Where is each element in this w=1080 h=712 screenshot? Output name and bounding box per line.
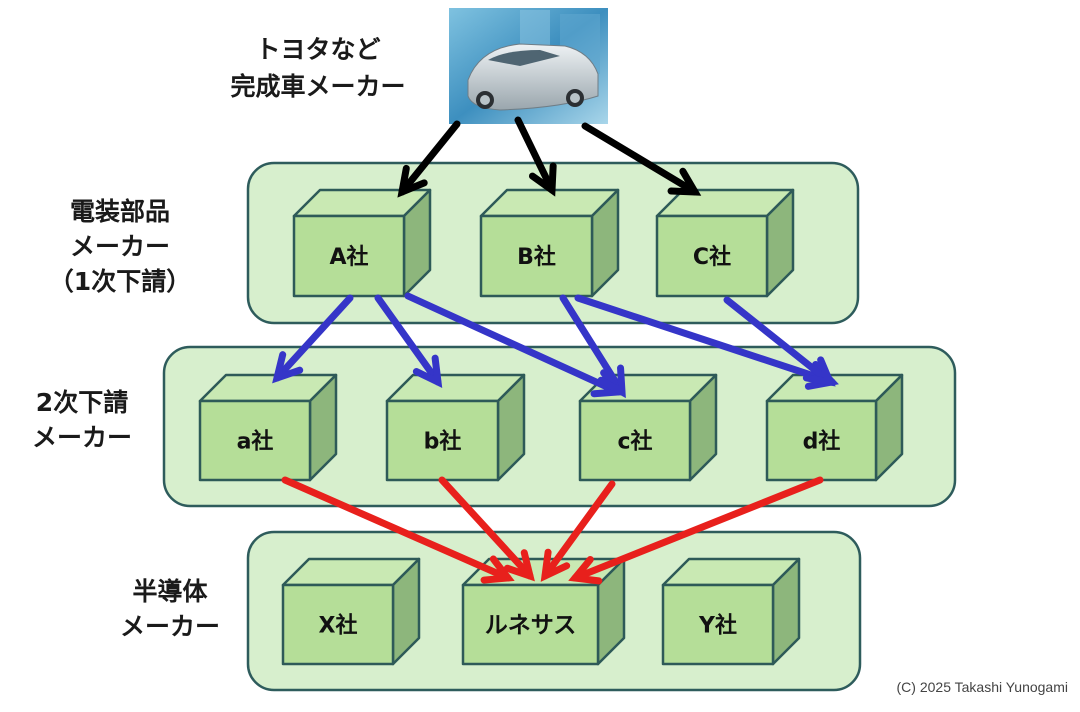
box-front-face — [292, 214, 406, 298]
box-front-face — [461, 583, 600, 666]
arrow-c-R — [540, 480, 616, 582]
arrow-head — [528, 162, 557, 197]
arrow-shaft — [404, 292, 622, 396]
box-front-face — [661, 583, 775, 666]
company-box-B: B社 — [479, 188, 620, 298]
arrow-shaft — [514, 116, 556, 194]
arrow-head — [568, 555, 603, 585]
arrow-shaft — [438, 476, 534, 580]
arrow-head — [540, 548, 571, 582]
semi-label-line-2: メーカー — [120, 612, 220, 641]
arrow-shaft — [374, 294, 442, 386]
company-label: c社 — [617, 429, 652, 455]
arrow-d-R — [568, 476, 824, 585]
arrow-shaft — [559, 294, 626, 396]
tier2-label-line-1: 2次下請 — [36, 388, 128, 417]
arrow-head — [480, 555, 515, 584]
company-box-A: A社 — [292, 188, 432, 298]
box-front-face — [655, 214, 769, 298]
arrow-head — [503, 549, 535, 582]
company-label: Y社 — [698, 613, 737, 639]
box-front-face — [281, 583, 395, 666]
arrow-shaft — [398, 120, 461, 196]
company-label: d社 — [803, 429, 841, 455]
oem-label-line-2: 完成車メーカー — [230, 72, 405, 101]
arrow-OEM-C — [581, 122, 702, 196]
arrow-head — [597, 364, 626, 399]
company-box-X: X社 — [281, 557, 421, 666]
company-box-C: C社 — [655, 188, 795, 298]
company-box-d: d社 — [765, 373, 904, 482]
arrow-OEM-A — [397, 120, 461, 198]
company-label: B社 — [517, 244, 556, 270]
arrow-shaft — [574, 294, 836, 386]
box-front-face — [479, 214, 594, 298]
semi-label-line-1: 半導体 — [132, 577, 208, 606]
oem-label-line-1: トヨタなど — [255, 35, 380, 64]
box-front-face — [578, 399, 692, 482]
company-label: ルネサス — [485, 613, 577, 639]
arrow-shaft — [541, 480, 616, 580]
company-label: a社 — [237, 429, 274, 455]
company-label: A社 — [329, 244, 368, 270]
tier1-label-line-3: （1次下請） — [49, 267, 191, 296]
company-label: X社 — [319, 613, 358, 639]
arrow-b-R — [438, 476, 535, 582]
tier1-label-line-1: 電装部品 — [70, 197, 170, 226]
arrow-A-a — [272, 294, 354, 384]
company-box-b: b社 — [385, 373, 526, 482]
arrow-head — [667, 167, 702, 196]
company-box-a: a社 — [198, 373, 338, 482]
tier2-label-line-2: メーカー — [32, 423, 132, 452]
arrow-shaft — [273, 294, 354, 382]
arrow-C-d — [723, 296, 836, 387]
arrow-head — [272, 351, 304, 384]
box-front-face — [385, 399, 500, 482]
arrow-shaft — [581, 122, 699, 196]
tier2-panel — [162, 345, 957, 508]
arrow-head — [397, 164, 428, 198]
arrow-shaft — [281, 476, 512, 582]
arrow-head — [412, 354, 443, 388]
arrow-head — [802, 356, 836, 387]
car-photo — [449, 8, 608, 124]
arrow-OEM-B — [514, 116, 557, 197]
arrow-B-c — [559, 294, 626, 399]
arrow-shaft — [723, 296, 834, 386]
tier1-label-line-2: メーカー — [70, 232, 170, 261]
arrow-shaft — [571, 476, 824, 582]
box-front-face — [765, 399, 878, 482]
company-box-Y: Y社 — [661, 557, 801, 666]
arrow-A-b — [374, 294, 443, 388]
arrow-a-R — [281, 476, 515, 584]
company-label: C社 — [693, 244, 731, 270]
box-front-face — [198, 399, 312, 482]
company-label: b社 — [424, 429, 462, 455]
copyright-notice: (C) 2025 Takashi Yunogami — [897, 679, 1068, 695]
